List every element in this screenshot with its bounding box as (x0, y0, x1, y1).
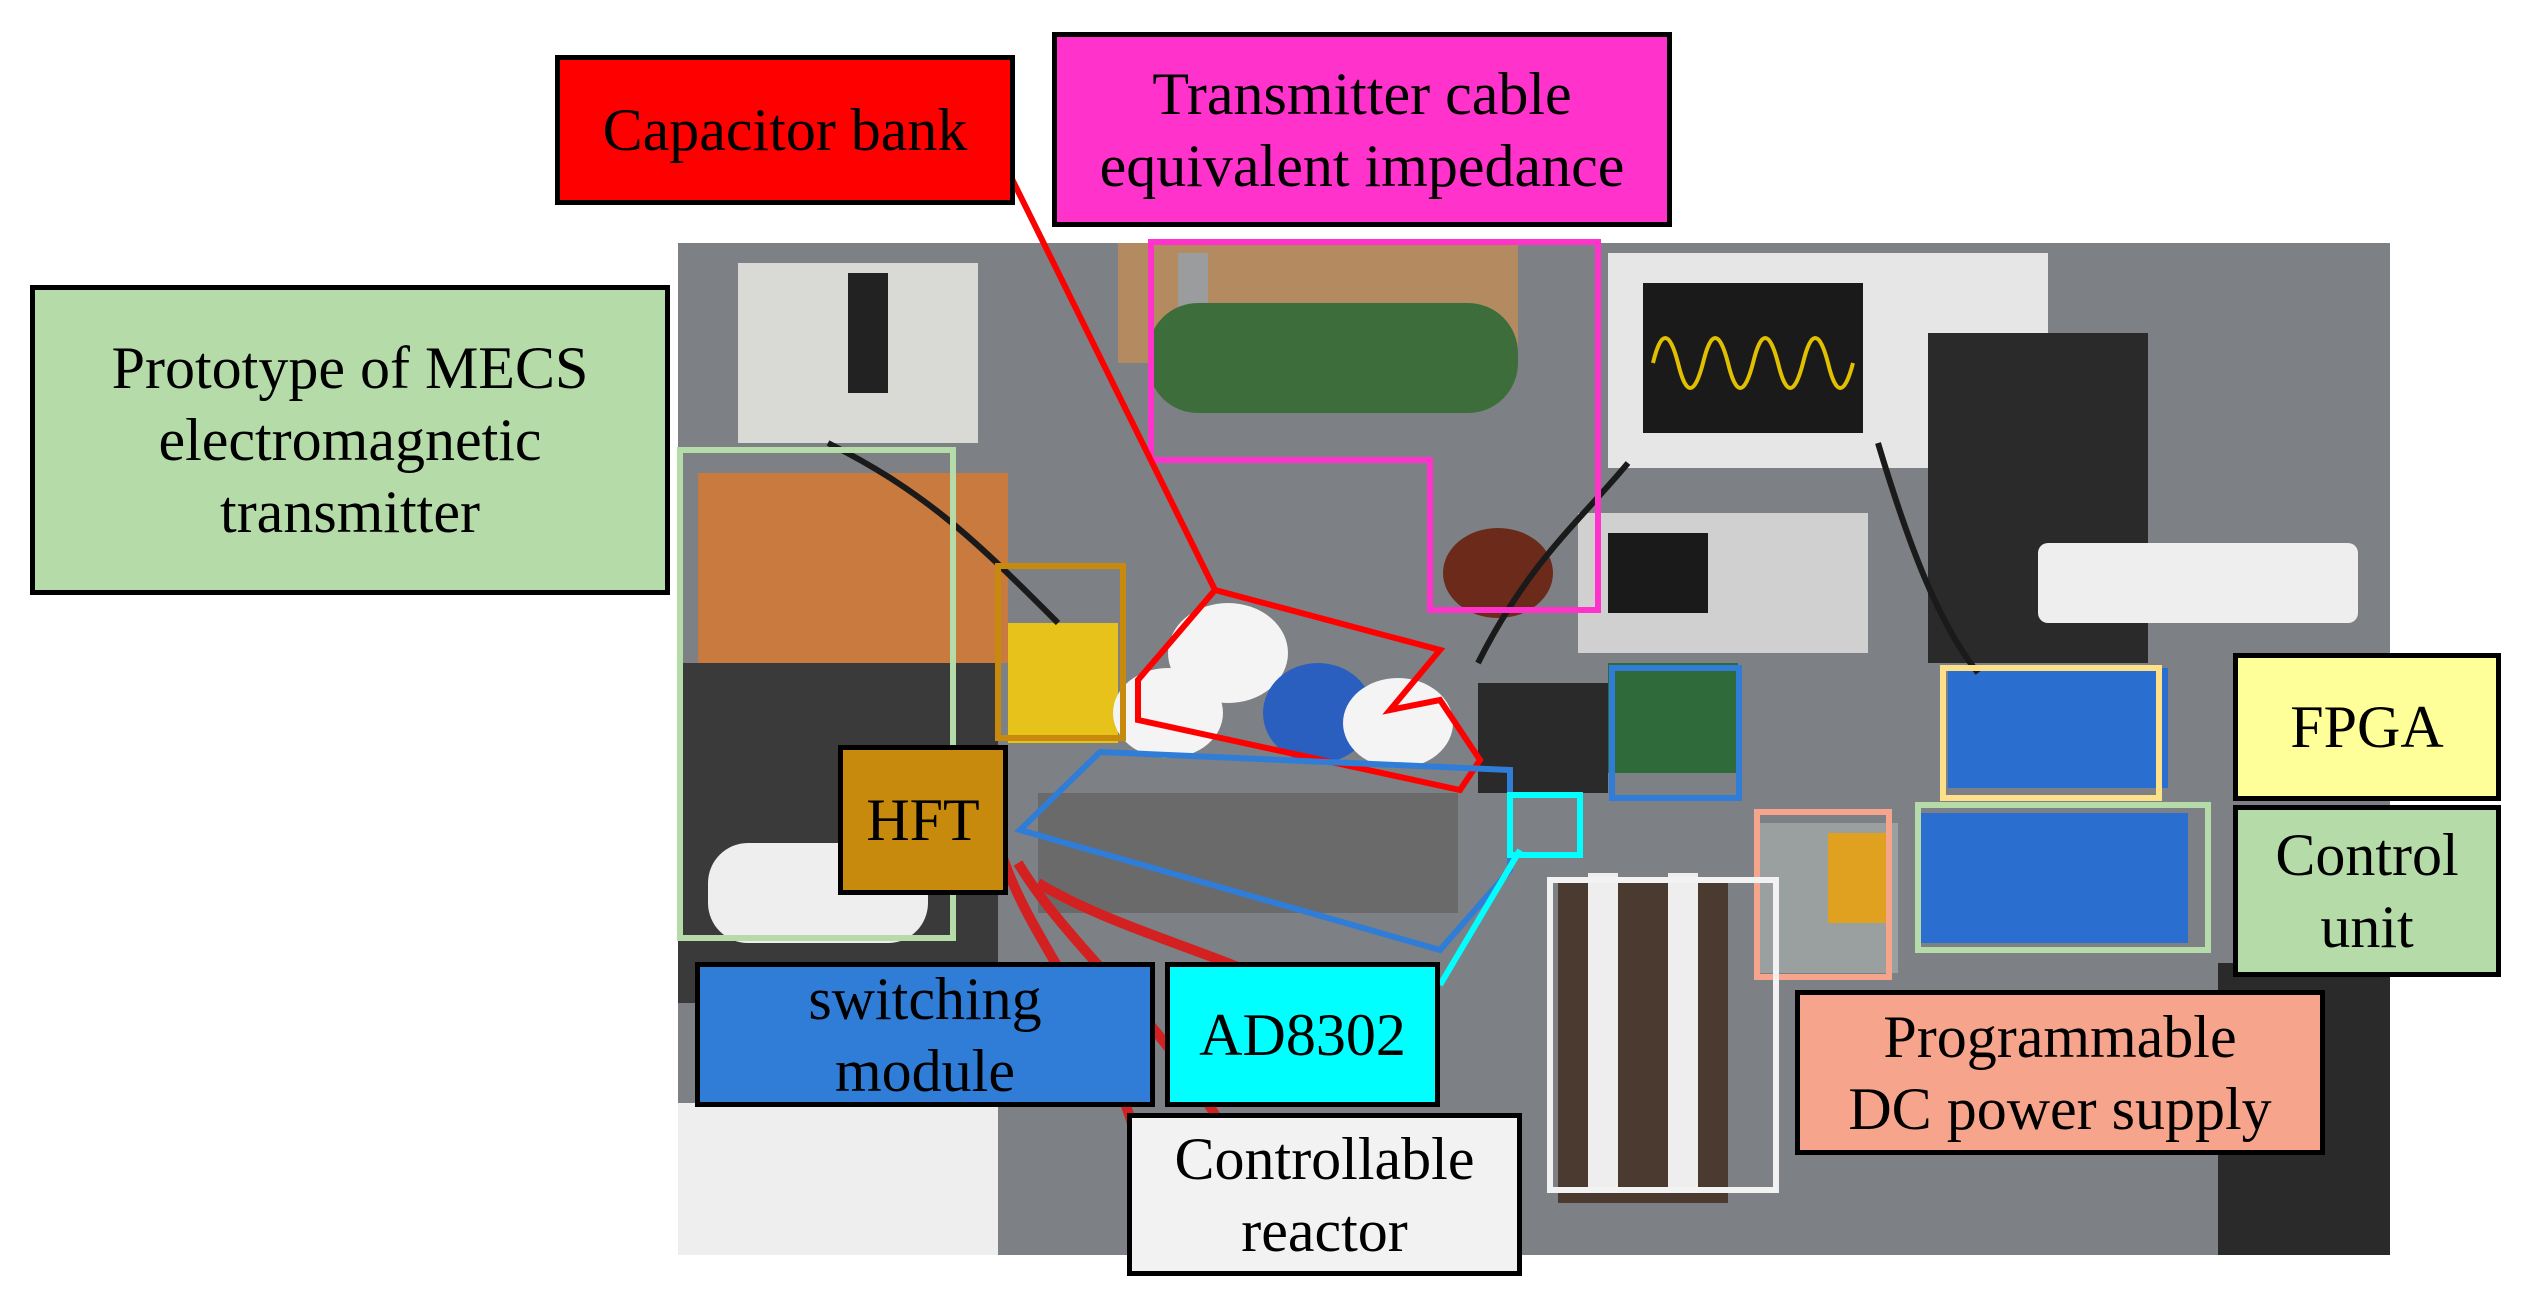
green-resistor (1148, 303, 1518, 413)
programmable-dc-line-1: Programmable (1883, 1003, 2237, 1070)
blue-capacitor (1263, 663, 1373, 763)
switching-module-label: switching module (695, 962, 1155, 1107)
programmable-dc-line-2: DC power supply (1848, 1075, 2272, 1142)
prototype-line-1: Prototype of MECS (111, 335, 589, 401)
relay-outline (1609, 665, 1742, 801)
transmitter-cable-outline (1148, 239, 1601, 613)
prototype-label: Prototype of MECS electromagnetic transm… (30, 285, 670, 595)
switching-module-line-1: switching (808, 965, 1042, 1032)
control-unit-line-1: Control (2275, 822, 2459, 888)
reactor-core (1558, 883, 1728, 1203)
hft-core (1008, 623, 1118, 743)
capacitor-bank-leader (1007, 173, 1218, 592)
fpga-board (1948, 668, 2168, 788)
transmitter-cable-label: Transmitter cable equivalent impedance (1052, 32, 1672, 227)
programmable-dc-outline (1754, 809, 1892, 980)
switching-module-outline (1014, 748, 1513, 954)
capacitor-bank-text: Capacitor bank (602, 97, 968, 163)
prototype-line-3: transmitter (220, 479, 480, 545)
ad8302-outline (1507, 792, 1583, 858)
transmitter-cable-line-1: Transmitter cable (1152, 60, 1572, 127)
control-unit-outline (1915, 802, 2211, 953)
controllable-reactor-label: Controllable reactor (1127, 1113, 1522, 1276)
control-unit-label: Control unit (2233, 805, 2501, 977)
programmable-dc-label: Programmable DC power supply (1795, 990, 2325, 1155)
photo-scene (678, 243, 2390, 1255)
control-board (1918, 813, 2188, 943)
fpga-text: FPGA (2290, 694, 2444, 760)
lab-photo (678, 243, 2390, 1255)
controllable-reactor-line-2: reactor (1241, 1197, 1408, 1264)
controllable-reactor-line-1: Controllable (1174, 1125, 1475, 1192)
hft-label: HFT (838, 745, 1008, 895)
inductor-coil (1443, 528, 1553, 618)
controllable-reactor-outline (1547, 877, 1779, 1193)
capacitor-bank-label: Capacitor bank (555, 55, 1015, 205)
fpga-label: FPGA (2233, 653, 2501, 801)
transmitter-cable-line-2: equivalent impedance (1099, 132, 1625, 199)
hft-outline (995, 563, 1126, 741)
ad8302-text: AD8302 (1199, 1001, 1406, 1068)
prototype-line-2: electromagnetic (158, 407, 542, 473)
relay-board (1608, 663, 1738, 773)
control-unit-line-2: unit (2320, 894, 2414, 960)
ad8302-leader (1437, 848, 1523, 987)
hft-text: HFT (866, 787, 980, 853)
switching-module-line-2: module (835, 1037, 1015, 1104)
ad8302-label: AD8302 (1165, 962, 1440, 1107)
prototype-board (698, 473, 1008, 663)
fpga-outline (1940, 665, 2162, 801)
capacitor-bank-outline (1135, 586, 1484, 794)
power-strip (2038, 543, 2358, 623)
prototype-outline (677, 447, 956, 941)
